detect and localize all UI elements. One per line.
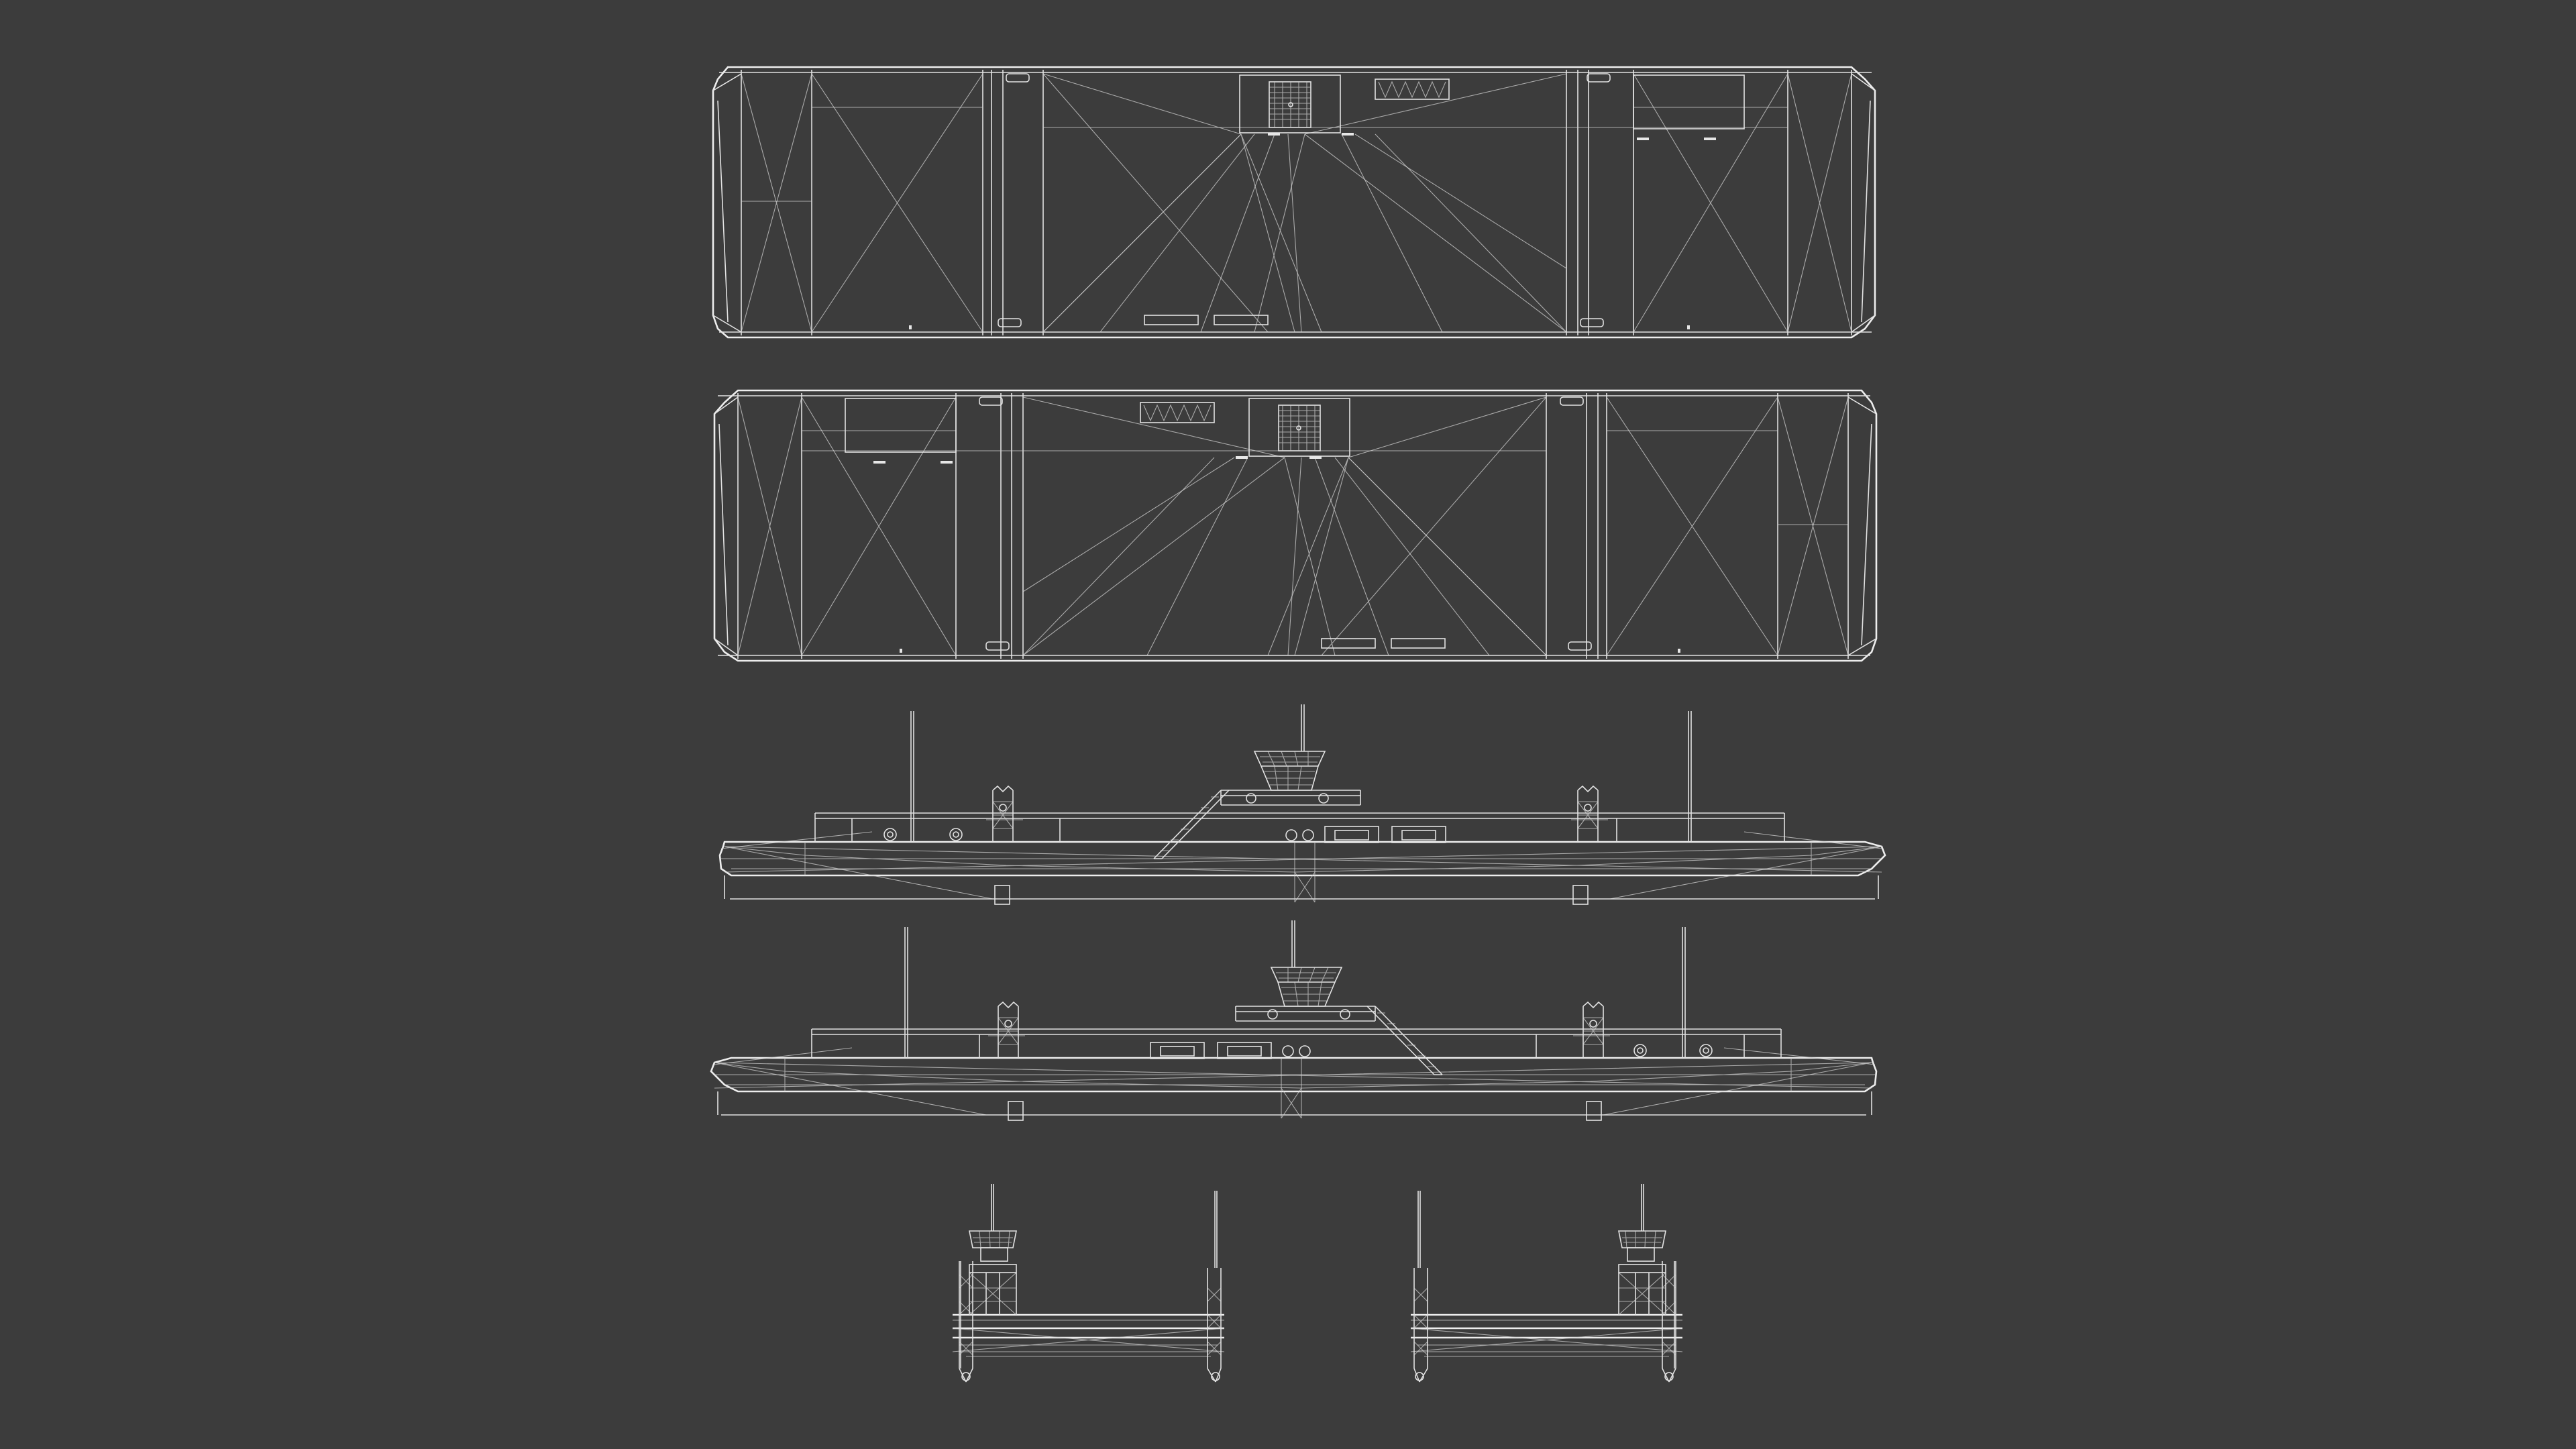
blueprint-svg: [0, 0, 2576, 1449]
wireframe-blueprint-canvas: [0, 0, 2576, 1449]
background: [0, 0, 2576, 1449]
